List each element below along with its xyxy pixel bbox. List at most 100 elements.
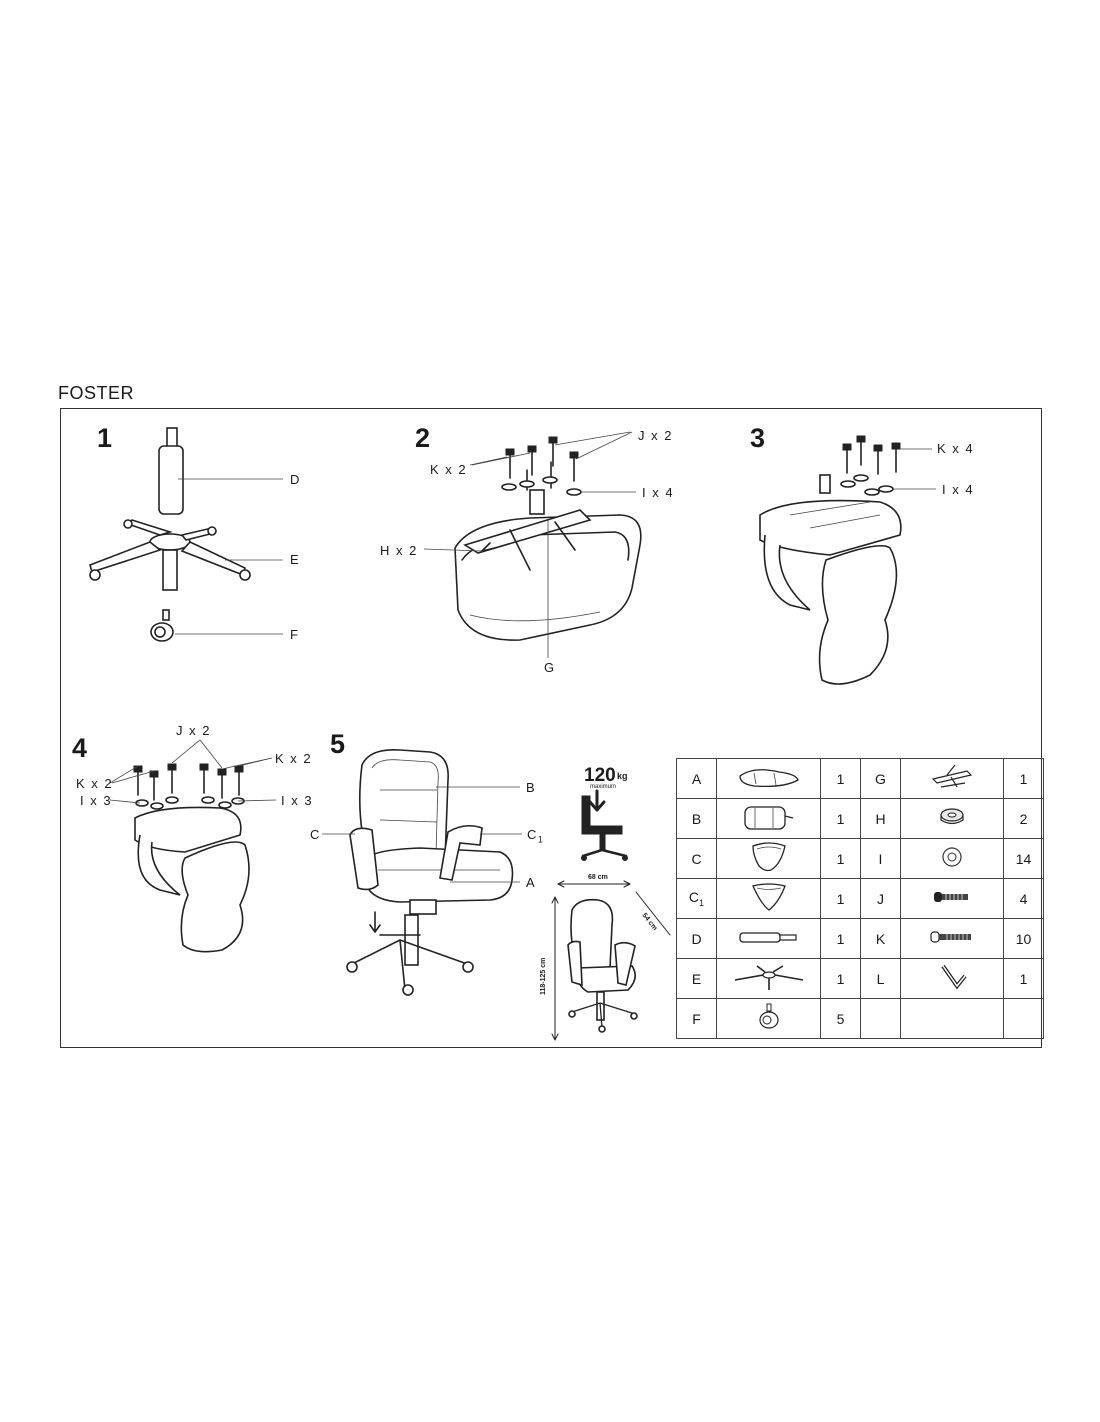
part-quantity: 1 — [1003, 758, 1044, 799]
label-step2-i: I x 4 — [642, 485, 675, 500]
step3-drawing — [759, 435, 936, 685]
part-code: C — [676, 838, 717, 879]
label-part-e: E — [290, 552, 301, 567]
part-code: E — [676, 958, 717, 999]
label-step4-k-right: K x 2 — [275, 751, 313, 766]
part-code: J — [860, 878, 901, 919]
allen-key-icon — [900, 958, 1004, 999]
step5-chair-drawing — [322, 748, 522, 996]
label-step2-k: K x 2 — [430, 462, 468, 477]
step3-bolts — [840, 435, 901, 496]
empty-cell — [900, 998, 1004, 1039]
part-code-letter: A — [691, 770, 702, 787]
label-step2-h: H x 2 — [380, 543, 418, 558]
label-step2-g: G — [544, 660, 556, 675]
label-step2-j: J x 2 — [638, 428, 673, 443]
part-code: K — [860, 918, 901, 959]
max-weight-value: 120 — [584, 765, 616, 786]
long-screw-icon — [900, 918, 1004, 959]
step4-drawing — [109, 739, 277, 953]
part-code: L — [860, 958, 901, 999]
part-quantity: 2 — [1003, 798, 1044, 839]
step4-bolts — [133, 763, 245, 810]
part-quantity — [1003, 998, 1044, 1039]
mechanism-icon — [900, 758, 1004, 799]
ring-washer-icon — [900, 838, 1004, 879]
label-step4-i-right: I x 3 — [281, 793, 314, 808]
step2-seat-drawing — [423, 431, 642, 658]
step2-bolts — [501, 436, 582, 496]
label-step5-b: B — [526, 780, 537, 795]
part-code-letter: B — [691, 810, 702, 827]
step-number-2: 2 — [415, 423, 431, 453]
part-quantity: 4 — [1003, 878, 1044, 919]
part-code-letter: C — [691, 850, 702, 867]
part-quantity: 1 — [820, 918, 861, 959]
part-code-letter: D — [691, 930, 702, 947]
part-code-letter: C — [688, 889, 700, 906]
weight-pictogram — [581, 789, 628, 861]
part-quantity: 1 — [820, 798, 861, 839]
part-code: F — [676, 998, 717, 1039]
washer-icon — [900, 798, 1004, 839]
label-step4-i-left: I x 3 — [80, 793, 113, 808]
part-code — [860, 998, 901, 1039]
part-code: B — [676, 798, 717, 839]
part-code: G — [860, 758, 901, 799]
gas-lift-drawing — [158, 427, 283, 515]
max-weight-note: maximum — [590, 784, 617, 790]
base-drawing — [89, 519, 283, 591]
label-step4-j: J x 2 — [176, 723, 211, 738]
armrest-icon — [716, 838, 821, 879]
part-code-letter: F — [692, 1010, 701, 1027]
part-quantity: 1 — [820, 958, 861, 999]
part-code: C1 — [676, 878, 717, 919]
label-part-f: F — [290, 627, 300, 642]
part-code: I — [860, 838, 901, 879]
part-quantity: 1 — [820, 758, 861, 799]
part-quantity: 10 — [1003, 918, 1044, 959]
backrest-icon — [716, 798, 821, 839]
label-step5-c: C — [310, 827, 321, 842]
part-code: H — [860, 798, 901, 839]
step-number-4: 4 — [72, 733, 88, 763]
max-weight-unit: kg — [617, 771, 628, 781]
part-code: D — [676, 918, 717, 959]
part-code: A — [676, 758, 717, 799]
label-step5-c1: C1 — [527, 827, 543, 845]
base-icon — [716, 958, 821, 999]
label-part-d: D — [290, 472, 301, 487]
label-step3-k: K x 4 — [937, 441, 975, 456]
part-quantity: 5 — [820, 998, 861, 1039]
castor-icon — [716, 998, 821, 1039]
part-quantity: 14 — [1003, 838, 1044, 879]
step-number-3: 3 — [750, 423, 766, 453]
seat-icon — [716, 758, 821, 799]
part-quantity: 1 — [1003, 958, 1044, 999]
part-code-letter: E — [691, 970, 702, 987]
part-code-subscript: 1 — [699, 897, 705, 908]
label-step5-c1-sub: 1 — [537, 834, 543, 845]
dimension-drawing — [551, 880, 671, 1041]
instruction-frame — [60, 408, 1042, 1048]
step-number-1: 1 — [97, 423, 113, 453]
part-quantity: 1 — [820, 838, 861, 879]
step-number-5: 5 — [330, 729, 346, 759]
label-step3-i: I x 4 — [942, 482, 975, 497]
armrest-icon-2 — [716, 878, 821, 919]
part-quantity: 1 — [820, 878, 861, 919]
gas-lift-icon — [716, 918, 821, 959]
label-step5-c1-letter: C — [527, 827, 538, 842]
short-screw-icon — [900, 878, 1004, 919]
label-step5-a: A — [526, 875, 537, 890]
dimension-height: 118-125 cm — [540, 957, 547, 995]
